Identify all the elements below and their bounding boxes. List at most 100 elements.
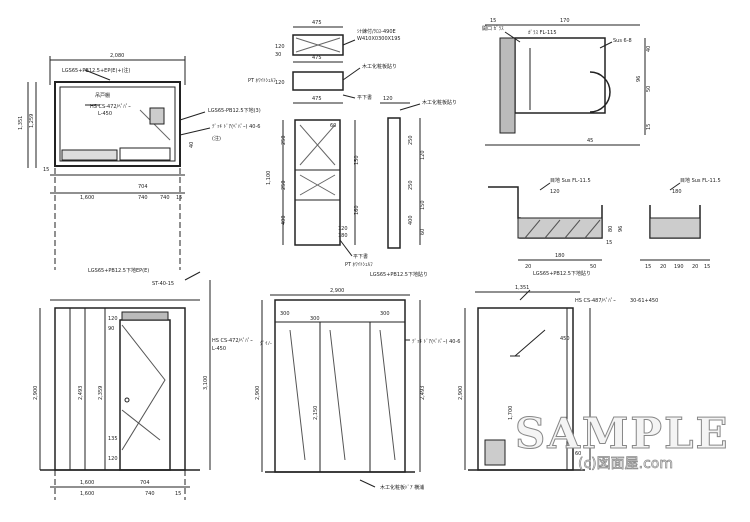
shelf-width: 475 bbox=[312, 20, 322, 26]
elev-note: L-450 bbox=[212, 346, 226, 352]
plan-note: HS CS-472/ﾍﾟﾊﾟｰ bbox=[90, 103, 131, 110]
section-dim: 170 bbox=[560, 18, 570, 24]
section-dim: 20 bbox=[692, 264, 698, 270]
shelf-note: ｼﾅ練付/ｸﾛｽ-490E bbox=[357, 28, 396, 35]
plan-labels: 2,080 LGS65+PB12.5+EP(E)+(注) 吊戸棚 HS CS-4… bbox=[18, 53, 261, 201]
shelf-note: PT ﾎﾜｲﾄｼｪﾙﾌ bbox=[345, 262, 373, 268]
section-arc bbox=[589, 71, 611, 113]
shelf-dim: 1,100 bbox=[266, 171, 272, 185]
plan-dim-bottom: 740 bbox=[160, 195, 170, 201]
elev-dim: 1,600 bbox=[80, 491, 94, 497]
section-dim: 20 bbox=[660, 264, 666, 270]
plan-outer-wall bbox=[54, 81, 181, 167]
elev-dim: 15 bbox=[175, 491, 181, 497]
section-dim: 96 bbox=[618, 226, 624, 232]
section-dim: 20 bbox=[525, 264, 531, 270]
plan-leader bbox=[179, 111, 206, 121]
shelf-leader bbox=[399, 103, 421, 111]
plan-counter bbox=[119, 147, 171, 161]
elev-note: LGS65+PB12.5下地EP(E) bbox=[88, 267, 149, 274]
elev-dim: 2,900 bbox=[33, 386, 39, 400]
elev-dim: 2,900 bbox=[458, 386, 464, 400]
plan-dim-side: 15 bbox=[43, 167, 49, 173]
shelf-dim: 60 bbox=[330, 123, 336, 129]
shelf-dim: 250 bbox=[281, 180, 287, 190]
elev-dim: 2,900 bbox=[255, 386, 261, 400]
section-frame-top bbox=[514, 37, 606, 114]
shelf-labels: 475 475 475 120 30 120 120 ｼﾅ練付/ｸﾛｽ-490E… bbox=[248, 20, 457, 268]
section-dim: 15 bbox=[704, 264, 710, 270]
section-note: 目地 Sus FL-11.5 bbox=[550, 177, 591, 184]
shelf-width: 475 bbox=[312, 55, 322, 61]
plan-dim-bottom: 740 bbox=[138, 195, 148, 201]
plan-dim-side: 1,351 bbox=[18, 116, 24, 130]
section-leader bbox=[539, 182, 551, 191]
elev-dim: 2,900 bbox=[330, 288, 344, 294]
shelf-note: 木工化粧板貼り bbox=[422, 99, 457, 106]
elev-dim: 1,351 bbox=[515, 285, 529, 291]
section-details bbox=[485, 24, 710, 261]
shelf-dim: 120 bbox=[338, 226, 348, 232]
shelf-dim: 160 bbox=[354, 205, 360, 215]
shelf-mid-section bbox=[292, 71, 344, 91]
shelf-height: 120 bbox=[275, 44, 285, 50]
shelf-note: W410X0300X195 bbox=[357, 36, 401, 42]
section-dim: 120 bbox=[550, 189, 560, 195]
elev-left-transom bbox=[121, 311, 169, 321]
watermark-sample: SAMPLE bbox=[515, 409, 730, 458]
shelf-dim: 400 bbox=[281, 215, 287, 225]
elev-right-leader bbox=[519, 289, 531, 301]
section-note: 開口 ｶﾞﾗｽ bbox=[482, 25, 504, 32]
elev-note: 30-61+450 bbox=[630, 298, 658, 304]
shelf-dim: 150 bbox=[420, 200, 426, 210]
shelf-leader bbox=[342, 94, 356, 99]
plan-dim-side: 1,259 bbox=[29, 114, 35, 128]
section-fill-left bbox=[517, 217, 603, 239]
shelf-dim: 120 bbox=[420, 150, 426, 160]
elev-mid-frame bbox=[274, 299, 406, 473]
elev-dim: 120 bbox=[108, 456, 118, 462]
section-dim: 96 bbox=[636, 76, 642, 82]
elev-dim: 1,600 bbox=[80, 480, 94, 486]
elev-note: 木工化粧板ﾄﾞｱ 横浦 bbox=[380, 484, 424, 491]
plan-toilet bbox=[149, 107, 165, 125]
shelf-detail bbox=[282, 26, 421, 257]
shelf-height: 120 bbox=[383, 96, 393, 102]
elev-right-leader bbox=[514, 329, 546, 357]
plan-dim-bottom: 704 bbox=[138, 184, 148, 190]
elev-left-door bbox=[119, 319, 171, 471]
section-labels: 15 170 40 50 15 96 45 120 180 20 50 80 1… bbox=[482, 18, 721, 270]
elev-right-bin bbox=[484, 439, 506, 466]
section-note: 目地 Sus FL-11.5 bbox=[680, 177, 721, 184]
plan-note: (注) bbox=[212, 135, 221, 142]
section-dim: 80 bbox=[608, 226, 614, 232]
elev-mid-glass-hatch bbox=[289, 329, 396, 461]
section-dim: 15 bbox=[645, 264, 651, 270]
elev-note: LGS65+PB12.5下地貼り bbox=[370, 271, 428, 278]
shelf-dim: 180 bbox=[338, 233, 348, 239]
elevation-views bbox=[39, 271, 591, 500]
shelf-hatch bbox=[299, 124, 336, 196]
elev-dim: 1,700 bbox=[508, 406, 514, 420]
elev-dim: 60 bbox=[575, 451, 581, 457]
shelf-note: 平下書 bbox=[353, 253, 368, 260]
shelf-leader bbox=[342, 39, 356, 46]
plan-inner-wall bbox=[59, 86, 176, 162]
section-note: Sus 6-8 bbox=[613, 38, 632, 44]
plan-dim-side: 40 bbox=[189, 142, 195, 148]
elev-dim: 2,359 bbox=[98, 386, 104, 400]
shelf-dim: 60 bbox=[420, 229, 426, 235]
section-fill-right bbox=[649, 217, 701, 239]
section-dim: 50 bbox=[646, 86, 652, 92]
shelf-note: 木工化粧板貼り bbox=[362, 63, 397, 70]
shelf-width: 475 bbox=[312, 96, 322, 102]
section-leader bbox=[599, 41, 613, 49]
shelf-side-section bbox=[387, 117, 401, 249]
shelf-front-frame bbox=[294, 119, 341, 246]
plan-dim-bottom: 15 bbox=[176, 195, 182, 201]
section-dim: 15 bbox=[606, 240, 612, 246]
shelf-height: 120 bbox=[275, 80, 285, 86]
elev-mid-leader bbox=[359, 479, 376, 488]
